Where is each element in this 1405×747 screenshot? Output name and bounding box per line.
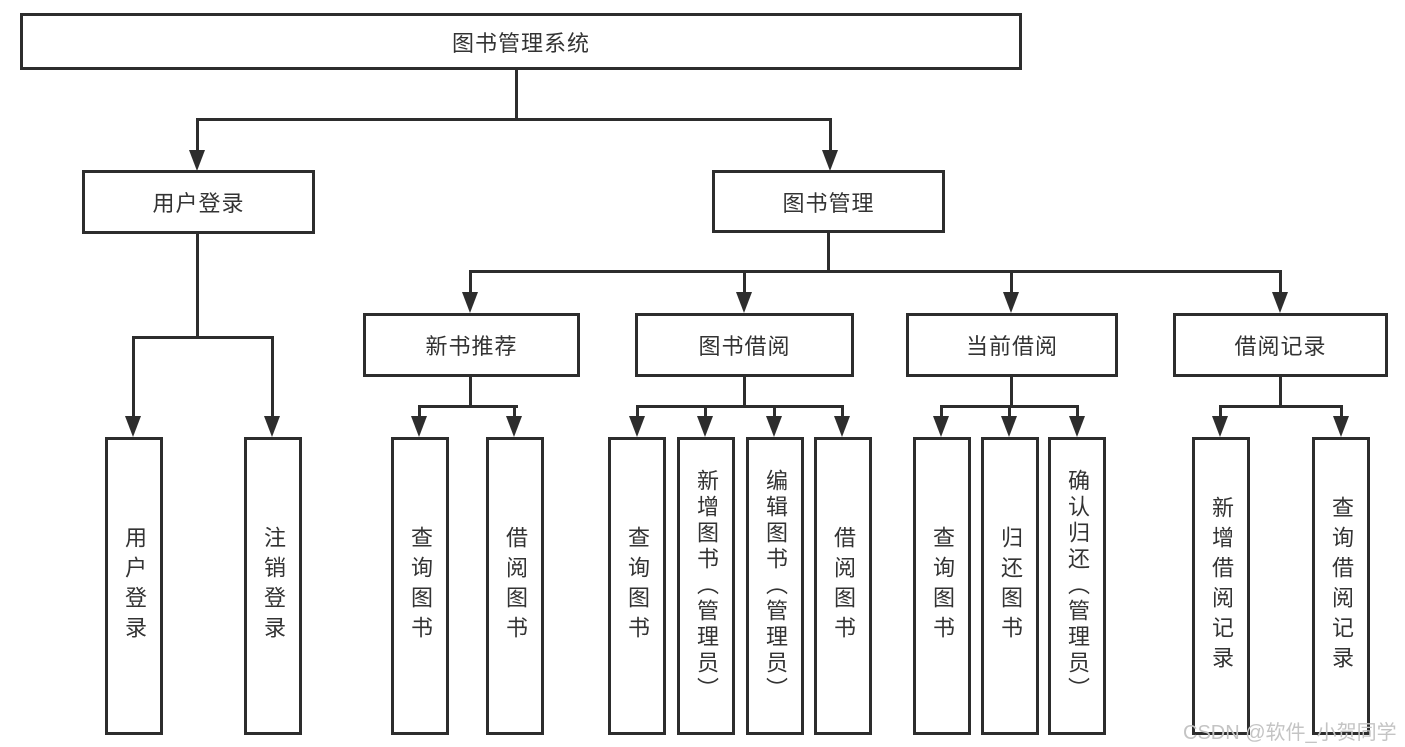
leaf-add-borrow-record: 新增借阅记录 <box>1192 437 1250 735</box>
connector-line <box>196 118 199 152</box>
leaf-edit-book-admin: 编辑图书（管理员） <box>746 437 804 735</box>
connector-line <box>704 405 707 418</box>
connector-line <box>1340 405 1343 418</box>
leaf-label: 查询借阅记录 <box>1329 496 1354 676</box>
leaf-query-books-current: 查询图书 <box>913 437 971 735</box>
arrow-down-icon <box>1272 292 1288 313</box>
connector-line <box>829 118 832 152</box>
connector-line <box>271 336 274 418</box>
node-book-mgmt: 图书管理 <box>712 170 945 233</box>
leaf-return-book: 归还图书 <box>981 437 1039 735</box>
connector-line <box>1219 405 1222 418</box>
connector-line <box>132 336 274 339</box>
node-user-login: 用户登录 <box>82 170 315 234</box>
connector-line <box>940 405 943 418</box>
connector-line <box>1279 270 1282 294</box>
leaf-confirm-return-admin: 确认归还（管理员） <box>1048 437 1106 735</box>
connector-line <box>1010 375 1013 407</box>
leaf-label: 归还图书 <box>998 526 1023 646</box>
connector-line <box>469 270 472 294</box>
connector-line <box>773 405 776 418</box>
arrow-down-icon <box>1069 416 1085 437</box>
connector-line <box>418 405 518 408</box>
leaf-query-books-borrow: 查询图书 <box>608 437 666 735</box>
arrow-down-icon <box>736 292 752 313</box>
leaf-add-book-admin: 新增图书（管理员） <box>677 437 735 735</box>
leaf-label: 借阅图书 <box>503 526 528 646</box>
connector-line <box>1010 270 1013 294</box>
connector-line <box>1076 405 1079 418</box>
connector-line <box>636 405 639 418</box>
arrow-down-icon <box>264 416 280 437</box>
connector-line <box>1219 405 1343 408</box>
node-current-borrow: 当前借阅 <box>906 313 1118 377</box>
arrow-down-icon <box>629 416 645 437</box>
leaf-query-books-recommend: 查询图书 <box>391 437 449 735</box>
leaf-label: 查询图书 <box>930 526 955 646</box>
connector-line <box>841 405 844 418</box>
csdn-watermark: CSDN @软件_小贺同学 <box>1183 722 1397 744</box>
leaf-logout: 注销登录 <box>244 437 302 735</box>
arrow-down-icon <box>766 416 782 437</box>
arrow-down-icon <box>125 416 141 437</box>
connector-line <box>515 68 518 121</box>
leaf-label: 查询图书 <box>625 526 650 646</box>
leaf-label: 用户登录 <box>122 526 147 646</box>
node-book-borrow: 图书借阅 <box>635 313 854 377</box>
leaf-label: 新增借阅记录 <box>1209 496 1234 676</box>
arrow-down-icon <box>1001 416 1017 437</box>
connector-line <box>1279 375 1282 407</box>
arrow-down-icon <box>1212 416 1228 437</box>
arrow-down-icon <box>506 416 522 437</box>
leaf-label: 新增图书（管理员） <box>694 469 719 703</box>
connector-line <box>132 336 135 418</box>
leaf-label: 查询图书 <box>408 526 433 646</box>
leaf-label: 编辑图书（管理员） <box>763 469 788 703</box>
leaf-borrow-books: 借阅图书 <box>814 437 872 735</box>
arrow-down-icon <box>933 416 949 437</box>
connector-line <box>469 270 1282 273</box>
arrow-down-icon <box>189 150 205 171</box>
leaf-label: 注销登录 <box>261 526 286 646</box>
leaf-label: 借阅图书 <box>831 526 856 646</box>
arrow-down-icon <box>697 416 713 437</box>
arrow-down-icon <box>822 150 838 171</box>
leaf-user-login: 用户登录 <box>105 437 163 735</box>
node-root: 图书管理系统 <box>20 13 1022 70</box>
connector-line <box>827 231 830 273</box>
node-new-book-recommend: 新书推荐 <box>363 313 580 377</box>
node-borrow-records: 借阅记录 <box>1173 313 1388 377</box>
leaf-label: 确认归还（管理员） <box>1065 469 1090 703</box>
connector-line <box>418 405 421 418</box>
connector-line <box>636 405 844 408</box>
leaf-query-borrow-record: 查询借阅记录 <box>1312 437 1370 735</box>
connector-line <box>1008 405 1011 418</box>
arrow-down-icon <box>1003 292 1019 313</box>
connector-line <box>743 375 746 407</box>
arrow-down-icon <box>834 416 850 437</box>
arrow-down-icon <box>462 292 478 313</box>
connector-line <box>743 270 746 294</box>
arrow-down-icon <box>1333 416 1349 437</box>
leaf-borrow-books-recommend: 借阅图书 <box>486 437 544 735</box>
connector-line <box>196 231 199 338</box>
connector-line <box>513 405 516 418</box>
connector-line <box>469 375 472 407</box>
arrow-down-icon <box>411 416 427 437</box>
connector-line <box>196 118 832 121</box>
